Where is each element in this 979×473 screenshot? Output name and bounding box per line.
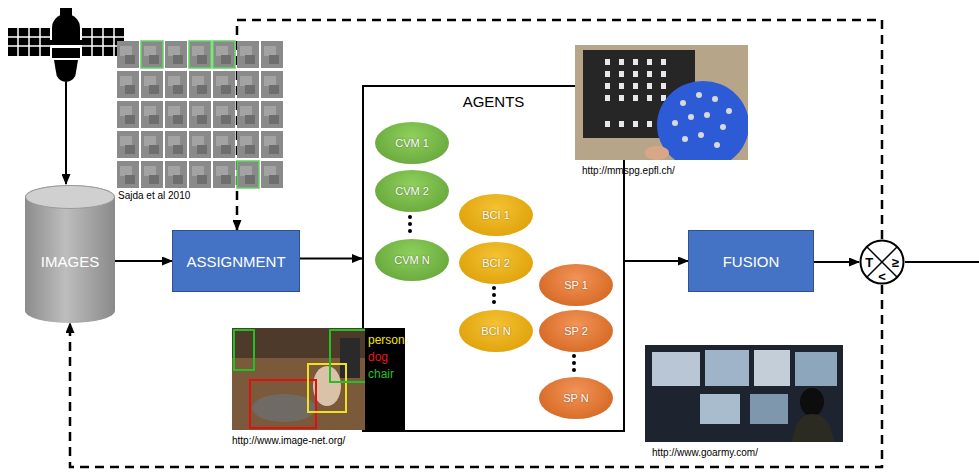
threshold-symbol: T xyxy=(865,256,873,269)
agent-ellipse: CVM 1 xyxy=(375,122,449,164)
flow-connector xyxy=(115,260,172,262)
image-credit: Sajda et al 2010 xyxy=(118,190,190,201)
node-label: IMAGES xyxy=(41,253,99,270)
feedback-connector xyxy=(70,285,882,467)
agent-name: BCI N xyxy=(481,325,510,337)
operator-photo xyxy=(645,345,843,442)
process-box: FUSION xyxy=(688,230,814,292)
agent-ellipse: SP 1 xyxy=(539,264,613,306)
photo-credit: http://www.goarmy.com/ xyxy=(652,447,758,458)
agent-name: CVM N xyxy=(394,254,429,266)
detection-label: dog xyxy=(368,350,388,364)
agent-ellipse: BCI 1 xyxy=(459,194,533,236)
satellite-icon xyxy=(8,8,124,82)
node-label: FUSION xyxy=(723,253,780,270)
agent-name: CVM 1 xyxy=(395,137,429,149)
photo-credit: http://mmspg.epfl.ch/ xyxy=(582,165,675,176)
agent-ellipse: SP 2 xyxy=(539,310,613,352)
agent-ellipse: SP N xyxy=(539,377,613,419)
agent-name: BCI 1 xyxy=(482,209,510,221)
output-line xyxy=(905,261,979,263)
agent-ellipse: BCI 2 xyxy=(459,242,533,284)
photo-credit: http://www.image-net.org/ xyxy=(232,435,345,446)
agent-name: CVM 2 xyxy=(395,185,429,197)
agent-name: SP 2 xyxy=(564,325,588,337)
agent-name: BCI 2 xyxy=(482,257,510,269)
agent-name: SP 1 xyxy=(564,279,588,291)
group-title: AGENTS xyxy=(463,93,525,110)
eeg-photo xyxy=(575,45,748,160)
agent-ellipse: CVM 2 xyxy=(375,170,449,212)
database-cylinder: IMAGES xyxy=(25,185,115,323)
detection-label: chair xyxy=(368,367,394,381)
flow-connector xyxy=(625,260,688,262)
threshold-symbol: < xyxy=(878,269,886,282)
feedback-connector xyxy=(237,20,882,239)
agent-name: SP N xyxy=(563,392,588,404)
agent-ellipse: CVM N xyxy=(375,239,449,281)
node-label: ASSIGNMENT xyxy=(186,253,285,270)
process-box: ASSIGNMENT xyxy=(172,230,300,292)
detection-label: person xyxy=(368,333,405,347)
flow-connector xyxy=(814,261,859,263)
threshold-circle: T ≥ < xyxy=(859,239,905,285)
agent-ellipse: BCI N xyxy=(459,310,533,352)
downlink-arrow xyxy=(65,82,67,184)
threshold-symbol: ≥ xyxy=(892,256,899,269)
flow-connector xyxy=(300,258,362,260)
image-grid xyxy=(116,40,284,190)
